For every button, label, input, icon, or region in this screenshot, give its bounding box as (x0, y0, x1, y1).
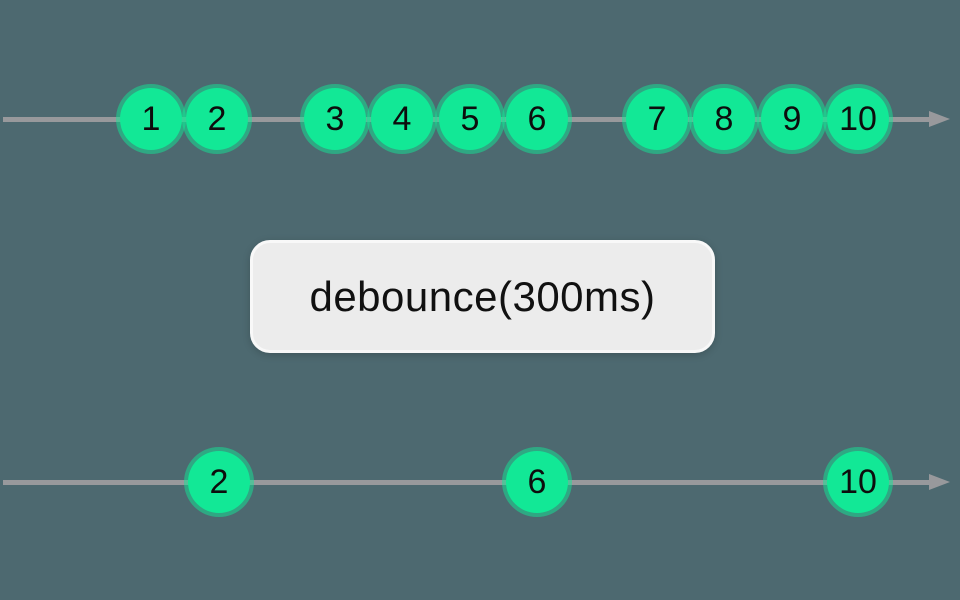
marble-event: 6 (506, 451, 568, 513)
marble-event: 9 (761, 88, 823, 150)
marble-event: 1 (120, 88, 182, 150)
marble-event: 2 (186, 88, 248, 150)
source-timeline-arrow-icon (929, 111, 950, 127)
marble-event: 7 (626, 88, 688, 150)
marble-event: 2 (188, 451, 250, 513)
marble-event: 6 (506, 88, 568, 150)
marble-event: 8 (693, 88, 755, 150)
output-timeline-line (3, 479, 930, 485)
marble-event: 10 (827, 451, 889, 513)
marble-event: 3 (304, 88, 366, 150)
marble-event: 10 (827, 88, 889, 150)
operator-label: debounce(300ms) (309, 272, 656, 320)
marble-event: 4 (371, 88, 433, 150)
output-timeline-arrow-icon (929, 474, 950, 490)
operator-box: debounce(300ms) (250, 240, 715, 353)
marble-event: 5 (439, 88, 501, 150)
